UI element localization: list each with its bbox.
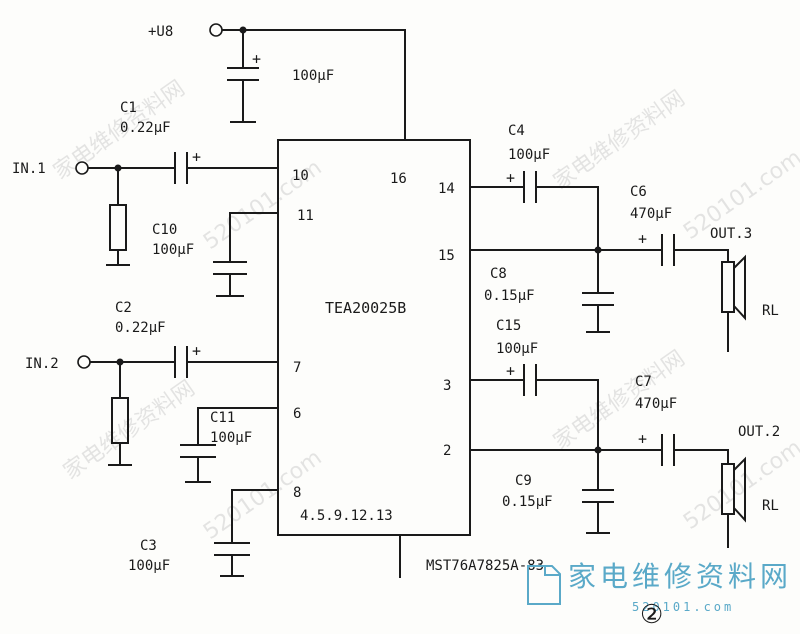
input-2-label: IN.2	[25, 356, 59, 372]
c15-value: 100μF	[496, 341, 538, 357]
pin-16-label: 16	[390, 171, 407, 187]
input-1-resistor-wire	[106, 168, 130, 266]
c1-name: C1	[120, 100, 137, 116]
speaker-1-cone	[733, 254, 746, 321]
watermark-text: 家电维修资料网	[549, 86, 690, 195]
watermark-site: 520101.com	[199, 445, 326, 545]
c4-name: C4	[508, 123, 525, 139]
c3-value: 100μF	[128, 558, 170, 574]
c11-value: 100μF	[210, 430, 252, 446]
load-2-label: RL	[762, 498, 779, 514]
pin-7-label: 7	[293, 360, 301, 376]
pin-10-label: 10	[292, 168, 309, 184]
ground-pins-label: 4.5.9.12.13	[300, 508, 393, 524]
c6-name: C6	[630, 184, 647, 200]
c10-name: C10	[152, 222, 177, 238]
pin-15-label: 15	[438, 248, 455, 264]
pin-2-label: 2	[443, 443, 451, 459]
watermark-text: 家电维修资料网	[59, 376, 200, 485]
plus-mark: +	[506, 362, 515, 380]
output-2-wiring	[470, 379, 729, 548]
load-1-label: RL	[762, 303, 779, 319]
pin-11-label: 11	[297, 208, 314, 224]
supply-cap-value: 100μF	[292, 68, 334, 84]
c6-symbol	[661, 234, 675, 266]
c11-capacitor	[180, 407, 278, 483]
c7-symbol	[661, 434, 675, 466]
speaker-1-body	[721, 261, 735, 313]
plus-mark: +	[192, 342, 201, 360]
supply-label: +U8	[148, 24, 173, 40]
part-number: MST76A7825A-83	[426, 558, 544, 574]
c8-name: C8	[490, 266, 507, 282]
c15-symbol	[523, 364, 537, 396]
c2-symbol	[174, 346, 188, 378]
c4-value: 100μF	[508, 147, 550, 163]
input-2-resistor	[111, 397, 129, 444]
input-1-resistor	[109, 204, 127, 251]
plus-mark: +	[252, 50, 261, 68]
document-icon	[527, 565, 561, 605]
speaker-2-cone	[733, 456, 746, 523]
c4-symbol	[523, 171, 537, 203]
supply-capacitor	[227, 30, 259, 123]
plus-mark: +	[192, 148, 201, 166]
c9-name: C9	[515, 473, 532, 489]
pin-14-label: 14	[438, 181, 455, 197]
plus-mark: +	[506, 169, 515, 187]
pin-8-label: 8	[293, 485, 301, 501]
brand-logo: 家电维修资料网 520101.com	[527, 560, 792, 614]
output-3-wiring	[470, 186, 729, 352]
supply-terminal	[209, 23, 223, 37]
input-1-label: IN.1	[12, 161, 46, 177]
c1-symbol	[174, 152, 188, 184]
ic-body	[277, 139, 471, 536]
plus-mark: +	[638, 230, 647, 248]
plus-mark: +	[638, 430, 647, 448]
figure-number: ②	[640, 600, 663, 630]
c3-capacitor	[214, 489, 278, 577]
output-2-label: OUT.2	[738, 424, 780, 440]
pin-6-label: 6	[293, 406, 301, 422]
pin-3-label: 3	[443, 378, 451, 394]
c8-value: 0.15μF	[484, 288, 535, 304]
c6-value: 470μF	[630, 206, 672, 222]
output-3-label: OUT.3	[710, 226, 752, 242]
c10-value: 100μF	[152, 242, 194, 258]
brand-name: 家电维修资料网	[568, 560, 792, 593]
ic-name: TEA20025B	[325, 299, 406, 317]
c7-name: C7	[635, 374, 652, 390]
speaker-2-body	[721, 463, 735, 515]
c1-value: 0.22μF	[120, 120, 171, 136]
c7-value: 470μF	[635, 396, 677, 412]
c10-capacitor	[213, 212, 278, 297]
supply-wire	[222, 29, 406, 140]
input-2-terminal	[77, 355, 91, 369]
c2-value: 0.22μF	[115, 320, 166, 336]
c9-value: 0.15μF	[502, 494, 553, 510]
watermarks: 家电维修资料网 520101.com 家电维修资料网 520101.com 家电…	[49, 76, 800, 545]
input-2-resistor-wire	[108, 362, 132, 466]
c2-name: C2	[115, 300, 132, 316]
c11-name: C11	[210, 410, 235, 426]
c15-name: C15	[496, 318, 521, 334]
brand-site: 520101.com	[632, 600, 734, 614]
c3-name: C3	[140, 538, 157, 554]
c9-capacitor	[582, 450, 614, 534]
c8-capacitor	[582, 250, 614, 333]
